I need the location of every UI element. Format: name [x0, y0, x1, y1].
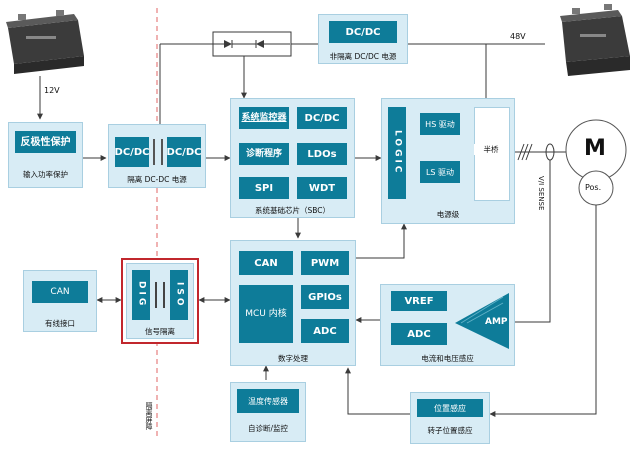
- wired-interface-block: CAN 有线接口: [23, 270, 97, 332]
- digital-processing-caption: 数字处理: [278, 354, 308, 363]
- power-stage-caption: 电源级: [436, 210, 460, 219]
- power-stage-block: LOGIC HS 驱动 LS 驱动 半桥 电源级: [381, 98, 515, 224]
- sbc-block: 系统监控器 DC/DC 诊断程序 LDOs SPI WDT 系统基础芯片（SBC…: [230, 98, 355, 218]
- amp-label: AMP: [485, 317, 508, 327]
- mcu-tile-adc: ADC: [301, 319, 349, 343]
- battery-right-icon: [560, 4, 630, 76]
- position-sense-tile: 位置感应: [417, 399, 483, 417]
- isolation-capacitor-icon: [155, 282, 165, 308]
- isolated-dcdc-tile-right: DC/DC: [167, 137, 201, 167]
- iso-tile: ISO: [170, 270, 188, 320]
- sbc-tile-wdt: WDT: [297, 177, 347, 199]
- mcu-tile-gpios: GPIOs: [301, 285, 349, 309]
- hs-driver-tile: HS 驱动: [420, 113, 460, 135]
- isolated-dcdc-caption: 隔离 DC-DC 电源: [127, 175, 187, 184]
- current-voltage-sense-block: VREF ADC AMP 电流和电压感应: [380, 284, 515, 366]
- vi-sense-label: V/I SENSE: [537, 176, 545, 211]
- logic-label: LOGIC: [392, 130, 403, 176]
- mcu-tile-can: CAN: [239, 251, 293, 275]
- mcu-tile-core: MCU 内核: [239, 285, 293, 343]
- digital-processing-block: CAN PWM MCU 内核 GPIOs ADC 数字处理: [230, 240, 356, 366]
- sbc-tile-spi: SPI: [239, 177, 289, 199]
- sbc-tile-diagnostics: 诊断程序: [239, 143, 289, 165]
- non-isolated-dcdc-caption: 非隔离 DC/DC 电源: [329, 52, 397, 61]
- adc-sense-tile: ADC: [391, 323, 447, 345]
- self-diagnostics-block: 温度传感器 自诊断/监控: [230, 382, 306, 442]
- sbc-tile-dcdc: DC/DC: [297, 107, 347, 129]
- non-isolated-dcdc-tile: DC/DC: [329, 21, 397, 43]
- ls-driver-tile: LS 驱动: [420, 161, 460, 183]
- input-protection-caption: 输入功率保护: [23, 170, 68, 179]
- isolated-dcdc-tile-left: DC/DC: [115, 137, 149, 167]
- position-sensor-label: Pos.: [585, 183, 602, 192]
- mcu-tile-pwm: PWM: [301, 251, 349, 275]
- battery-left-voltage: 12V: [44, 86, 60, 95]
- isolated-dcdc-block: DC/DC DC/DC 隔离 DC-DC 电源: [108, 124, 206, 188]
- sbc-caption: 系统基础芯片（SBC）: [254, 206, 330, 215]
- vref-tile: VREF: [391, 291, 447, 311]
- rotor-position-sense-caption: 转子位置感应: [427, 426, 473, 435]
- can-interface-tile: CAN: [32, 281, 88, 303]
- self-diagnostics-caption: 自诊断/监控: [247, 424, 289, 433]
- transformer-icon: [153, 139, 163, 165]
- motor-symbol: M: [584, 136, 606, 161]
- signal-isolation-block: DIG ISO 信号隔离: [126, 263, 194, 339]
- non-isolated-dcdc-block: DC/DC 非隔离 DC/DC 电源: [318, 14, 408, 64]
- reverse-polarity-tile: 反极性保护: [15, 131, 76, 153]
- amp-triangle-icon: [455, 293, 509, 349]
- sbc-tile-ldos: LDOs: [297, 143, 347, 165]
- signal-isolation-caption: 信号隔离: [145, 327, 175, 336]
- battery-right-voltage: 48V: [510, 32, 526, 41]
- temp-sensor-tile: 温度传感器: [237, 389, 299, 413]
- sbc-tile-system-monitor: 系统监控器: [239, 107, 289, 129]
- wired-interface-caption: 有线接口: [45, 319, 75, 328]
- logic-tile: LOGIC: [388, 107, 406, 199]
- dig-tile: DIG: [132, 270, 150, 320]
- half-bridge-label: 半桥: [474, 144, 508, 155]
- battery-left-icon: [6, 10, 84, 74]
- input-protection-block: 反极性保护 输入功率保护: [8, 122, 83, 188]
- rotor-position-sense-block: 位置感应 转子位置感应: [410, 392, 490, 444]
- isolation-barrier-label: 隔离屏障: [145, 402, 153, 430]
- current-voltage-sense-caption: 电流和电压感应: [421, 354, 474, 363]
